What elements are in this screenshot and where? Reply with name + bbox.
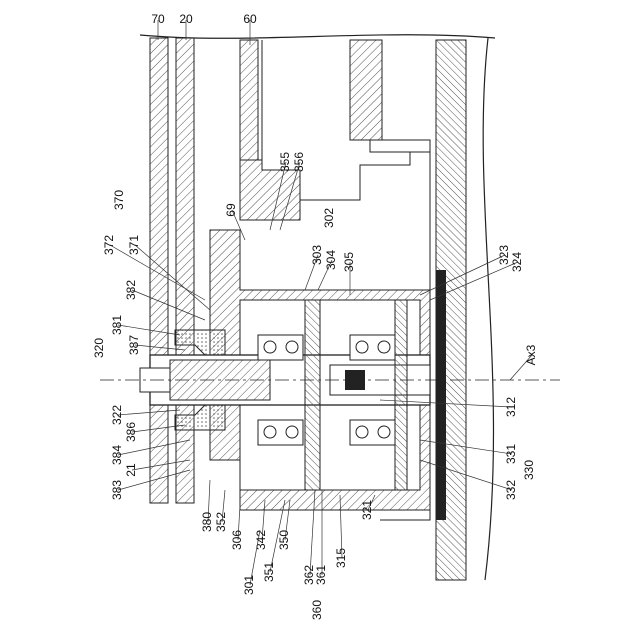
label-330: 330: [522, 460, 536, 480]
label-361: 361: [314, 565, 328, 585]
label-321: 321: [360, 500, 374, 520]
label-20: 20: [179, 12, 193, 26]
label-332: 332: [504, 480, 518, 500]
label-331: 331: [504, 444, 518, 464]
leader-line-381: [118, 325, 180, 335]
label-305: 305: [342, 252, 356, 272]
label-356: 356: [292, 152, 306, 172]
label-386: 386: [124, 422, 138, 442]
label-381: 381: [110, 315, 124, 335]
label-301: 301: [242, 575, 256, 595]
plate-70: [150, 38, 168, 503]
label-69: 69: [224, 203, 238, 217]
label-322: 322: [110, 405, 124, 425]
label-384: 384: [110, 445, 124, 465]
leader-line-322: [118, 410, 180, 415]
block-upper: [350, 40, 382, 140]
label-ax3: Ax3: [524, 344, 538, 365]
label-304: 304: [324, 250, 338, 270]
label-60: 60: [243, 12, 257, 26]
label-324: 324: [510, 252, 524, 272]
label-302: 302: [322, 208, 336, 228]
label-370: 370: [112, 190, 126, 210]
label-320: 320: [92, 338, 106, 358]
leader-line-371: [135, 245, 210, 310]
bearing-bottom-right: [350, 420, 395, 445]
label-306: 306: [230, 530, 244, 550]
label-371: 371: [127, 235, 141, 255]
plate-20: [176, 38, 194, 503]
label-350: 350: [277, 530, 291, 550]
label-387: 387: [127, 335, 141, 355]
label-70: 70: [151, 12, 165, 26]
label-382: 382: [124, 280, 138, 300]
label-372: 372: [102, 235, 116, 255]
label-351: 351: [262, 562, 276, 582]
bearing-top-right: [350, 335, 395, 360]
label-323: 323: [497, 245, 511, 265]
label-312: 312: [504, 397, 518, 417]
label-360: 360: [310, 600, 324, 620]
bearing-top-left: [258, 335, 303, 360]
label-380: 380: [200, 512, 214, 532]
wall-60: [240, 40, 258, 160]
bearing-bottom-left: [258, 420, 303, 445]
label-315: 315: [334, 548, 348, 568]
label-303: 303: [310, 245, 324, 265]
label-342: 342: [254, 530, 268, 550]
label-355: 355: [278, 152, 292, 172]
encoder-disc: [436, 270, 446, 520]
label-383: 383: [110, 480, 124, 500]
label-21: 21: [124, 463, 138, 477]
label-352: 352: [214, 512, 228, 532]
